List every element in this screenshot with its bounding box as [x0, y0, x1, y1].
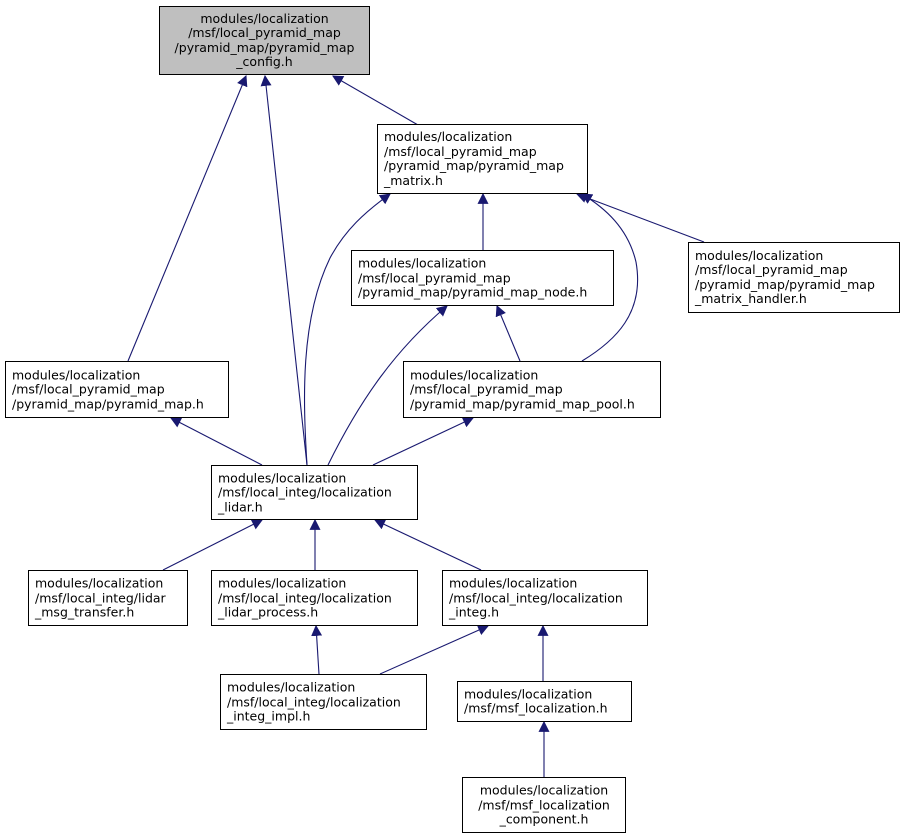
node-msf-localization[interactable]: modules/localization /msf/msf_localizati… — [457, 681, 632, 722]
node-localization-lidar[interactable]: modules/localization /msf/local_integ/lo… — [211, 465, 418, 520]
node-msf-localization-component[interactable]: modules/localization /msf/msf_localizati… — [462, 777, 626, 833]
edge-pool-to-matrix — [581, 193, 639, 362]
node-pyramid-map[interactable]: modules/localization /msf/local_pyramid_… — [5, 361, 229, 418]
edge-integ-impl-to-integ — [379, 624, 490, 675]
node-label: modules/localization /msf/local_integ/lo… — [218, 469, 392, 514]
edge-matrix-to-config — [332, 75, 419, 126]
node-localization-integ-impl[interactable]: modules/localization /msf/local_integ/lo… — [220, 674, 427, 730]
edge-localization-lidar-to-node — [327, 305, 448, 466]
edge-pyramid-map-to-config — [127, 74, 248, 362]
node-label: modules/localization /msf/local_integ/lo… — [227, 679, 401, 724]
node-localization-integ[interactable]: modules/localization /msf/local_integ/lo… — [442, 570, 648, 626]
edge-localization-lidar-to-config — [260, 74, 308, 466]
node-pyramid-map-pool[interactable]: modules/localization /msf/local_pyramid_… — [403, 361, 661, 418]
node-label: modules/localization /msf/msf_localizati… — [478, 782, 610, 827]
node-label: modules/localization /msf/msf_localizati… — [464, 686, 608, 716]
edge-msg-transfer-to-localization-lidar — [162, 519, 263, 571]
node-label: modules/localization /msf/local_pyramid_… — [410, 366, 635, 411]
edge-matrix-handler-to-matrix — [575, 192, 705, 243]
node-label: modules/localization /msf/local_pyramid_… — [174, 10, 355, 69]
edge-localization-lidar-to-pool — [372, 417, 474, 466]
node-pyramid-map-matrix-handler[interactable]: modules/localization /msf/local_pyramid_… — [688, 242, 900, 313]
node-pyramid-map-node[interactable]: modules/localization /msf/local_pyramid_… — [351, 250, 614, 306]
node-lidar-msg-transfer[interactable]: modules/localization /msf/local_integ/li… — [28, 570, 188, 626]
edge-localization-lidar-to-matrix — [303, 193, 391, 466]
node-label: modules/localization /msf/local_integ/lo… — [218, 575, 392, 620]
node-label: modules/localization /msf/local_pyramid_… — [12, 366, 204, 411]
node-label: modules/localization /msf/local_integ/li… — [35, 575, 166, 620]
node-label: modules/localization /msf/local_pyramid_… — [384, 129, 564, 188]
node-label: modules/localization /msf/local_integ/lo… — [449, 575, 623, 620]
edge-integ-impl-to-lidar-process — [311, 624, 323, 675]
node-label: modules/localization /msf/local_pyramid_… — [695, 247, 875, 306]
edge-integ-to-localization-lidar — [374, 519, 482, 571]
node-localization-lidar-process[interactable]: modules/localization /msf/local_integ/lo… — [211, 570, 418, 626]
edge-localization-lidar-to-pyramid-map — [170, 417, 263, 466]
edge-pool-to-node — [495, 304, 521, 362]
node-pyramid-map-config[interactable]: modules/localization /msf/local_pyramid_… — [159, 6, 370, 75]
node-label: modules/localization /msf/local_pyramid_… — [358, 255, 588, 300]
node-pyramid-map-matrix[interactable]: modules/localization /msf/local_pyramid_… — [377, 124, 588, 194]
